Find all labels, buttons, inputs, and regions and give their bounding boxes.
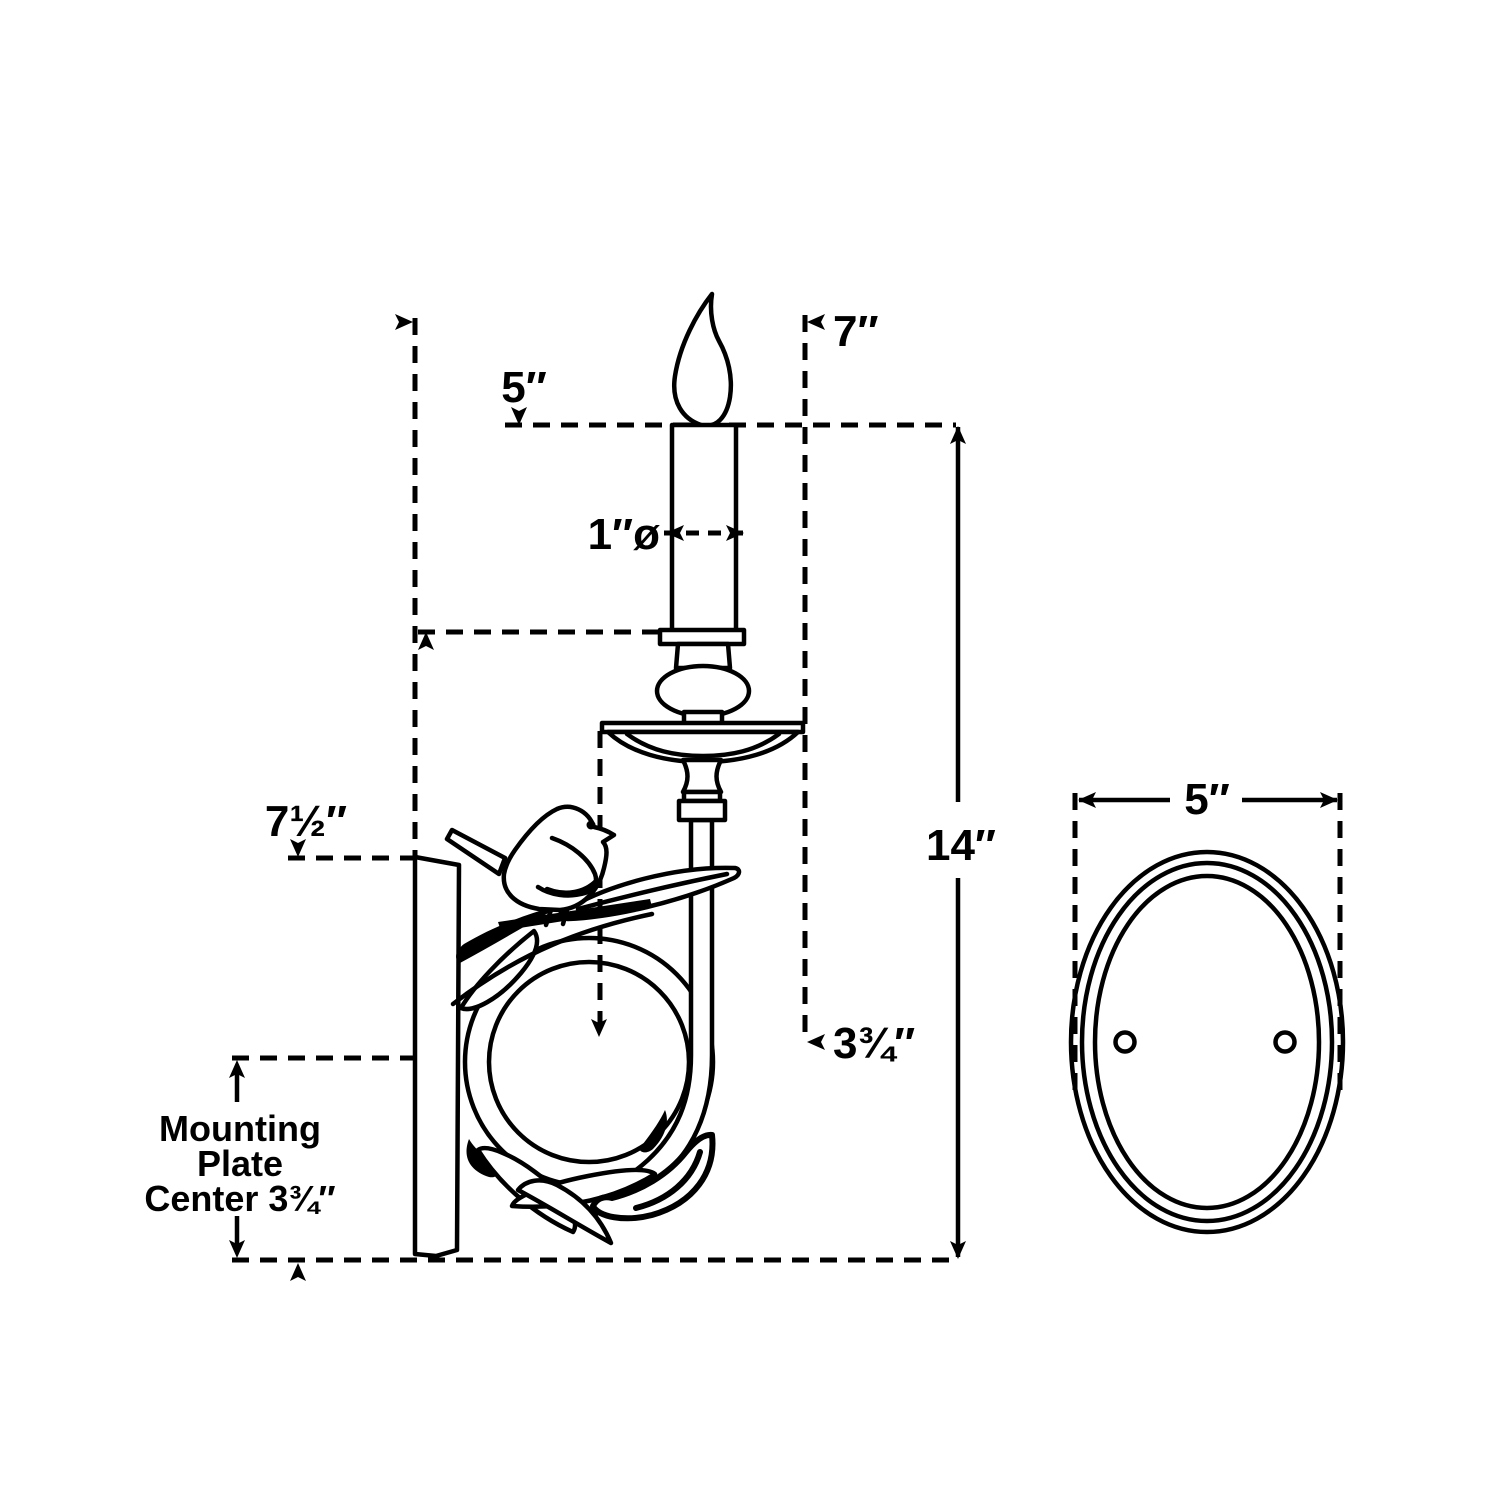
overall-height-dim-label: 14″	[926, 821, 996, 870]
leaf-crescent-right	[590, 1131, 716, 1222]
leaf-crescent-inner-line	[633, 1149, 703, 1211]
dimension-lines	[229, 314, 1338, 1281]
arrowhead-width-left	[1078, 792, 1096, 808]
screw-hole-left	[1113, 1030, 1137, 1054]
extension-dim-label: 7″	[833, 307, 879, 356]
backplate-outer-ellipse	[1068, 849, 1346, 1235]
bird-eye	[586, 820, 596, 830]
backplate-inner-ellipse	[1092, 873, 1322, 1211]
bird-wing-feather-line	[544, 878, 599, 895]
arrowhead-height-top	[950, 426, 966, 444]
arrowhead-candle-bottom	[418, 632, 434, 650]
screw-hole-right	[1273, 1030, 1297, 1054]
dimension-extent-lines	[232, 315, 1343, 1263]
bird-body	[501, 804, 617, 913]
candle-diameter-dim-label: 1″ø	[588, 510, 661, 559]
leaf-spike-dark	[639, 1110, 667, 1153]
arrowhead-mounting-down	[229, 1240, 245, 1258]
arrowhead-diameter-right	[726, 525, 744, 541]
candle-cup-collar	[657, 627, 747, 647]
dimension-labels: 7″ 5″ 1″ø 7½″ 14″ 3¾″ 5″ Mounting Plate …	[144, 307, 1229, 1219]
drip-pan-inner-line	[624, 731, 782, 759]
candle-flame	[671, 291, 734, 428]
knuckle-band-wide	[676, 798, 728, 823]
ball-knob	[654, 663, 752, 719]
arrowhead-extension-top	[807, 314, 825, 330]
arrowhead-plate-top	[290, 839, 306, 857]
candle-cup-neck	[673, 641, 733, 671]
backplate-middle-ellipse	[1079, 860, 1335, 1224]
arrowhead-plate-bottom	[290, 1263, 306, 1281]
wall-plate-side	[412, 854, 462, 1259]
arrowhead-wall-top	[395, 314, 413, 330]
backplate-width-dim-label: 5″	[1184, 775, 1230, 824]
mounting-note-line2: Plate	[197, 1143, 283, 1184]
spool-knuckle	[680, 757, 724, 795]
backplate-height-dim-label: 7½″	[265, 797, 347, 846]
arrowhead-mounting-up	[229, 1060, 245, 1078]
arrowhead-height-bottom	[950, 1241, 966, 1259]
bird-tail	[444, 827, 508, 877]
vine-branch-arc	[450, 911, 655, 1007]
arrowhead-width-right	[1320, 792, 1338, 808]
side-view	[412, 291, 806, 1259]
mounting-note-line3: Center 3¾″	[144, 1178, 335, 1219]
bird-wing	[535, 835, 599, 898]
backplate-front-view	[1068, 849, 1346, 1235]
candle-height-dim-label: 5″	[501, 363, 547, 412]
arrowhead-diameter-left	[666, 525, 684, 541]
bird-legs	[543, 907, 570, 928]
leaf-bottom-point	[515, 1178, 614, 1246]
leaf-midrib	[575, 871, 730, 912]
arrowhead-candle-top	[511, 407, 527, 425]
arrowhead-offset	[807, 1034, 825, 1050]
mounting-note-line1: Mounting	[159, 1108, 321, 1149]
arm-offset-dim-label: 3¾″	[833, 1019, 915, 1068]
perch-branch	[498, 899, 652, 931]
bird-figure	[444, 804, 652, 931]
arrowhead-axis-bottom	[591, 1019, 607, 1037]
